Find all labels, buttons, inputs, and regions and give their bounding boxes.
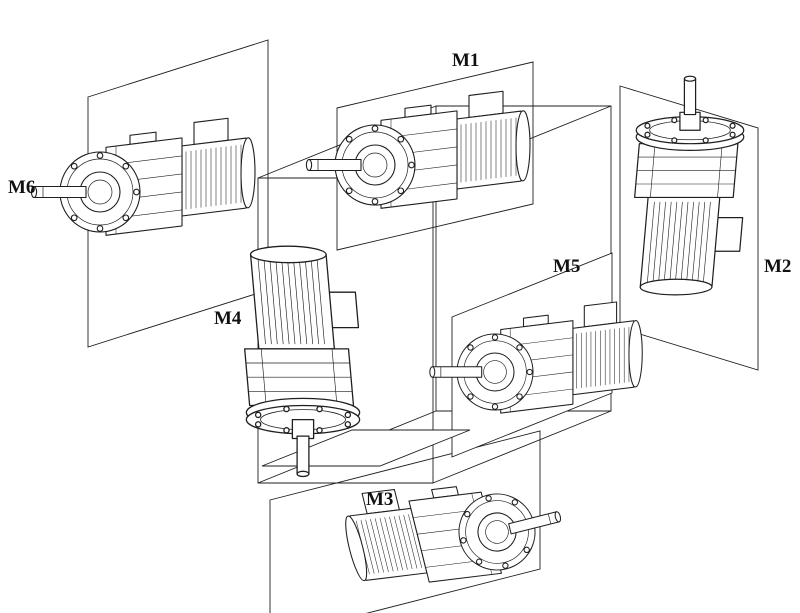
mounting-plane-m4 [261, 429, 471, 467]
label-m2: M2 [764, 256, 791, 277]
label-m4: M4 [214, 308, 242, 329]
label-m1: M1 [452, 50, 479, 71]
label-m6: M6 [8, 177, 35, 198]
label-m5: M5 [553, 256, 580, 277]
label-m3: M3 [366, 489, 393, 510]
